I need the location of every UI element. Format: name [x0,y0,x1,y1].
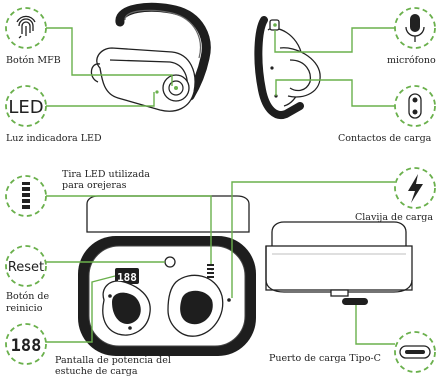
reset-icon-text: Reset [8,260,44,275]
earbud-back-view [254,16,321,119]
label-mfb-button: Botón MFB [6,55,61,66]
charging-contacts-icon [394,85,436,127]
battery-icon [5,175,47,217]
label-typec-port: Puerto de carga Tipo-C [269,353,381,364]
label-charging-pin: Clavija de carga [355,212,433,223]
label-reset-line1: Botón de [6,291,50,302]
label-power-display-line1: Pantalla de potencia del [55,355,171,366]
lightning-bolt-icon [394,167,436,209]
case-display-digits: 188 [117,271,137,284]
label-microphone: micrófono [387,55,436,66]
led-icon-text: LED [8,97,43,118]
label-charging-contacts: Contactos de carga [338,133,432,144]
charging-case-closed [265,221,413,305]
label-reset-line2: reinicio [6,303,43,314]
label-led-light: Luz indicadora LED [6,133,102,144]
usb-c-port-icon [394,331,436,373]
microphone-icon [394,7,436,49]
display-icon-digits: 188 [11,336,42,356]
digit-display-icon [5,323,47,365]
label-led-strip-line2: para orejeras [62,180,127,191]
mfb-fingerprint-icon [5,7,47,49]
charging-case-open [78,195,256,356]
label-power-display-line2: estuche de carga [55,366,138,377]
connector-lines [46,27,395,345]
reset-icon [5,245,47,287]
earbud-side-view [90,2,211,112]
label-led-strip-line1: Tira LED utilizada [62,169,150,180]
